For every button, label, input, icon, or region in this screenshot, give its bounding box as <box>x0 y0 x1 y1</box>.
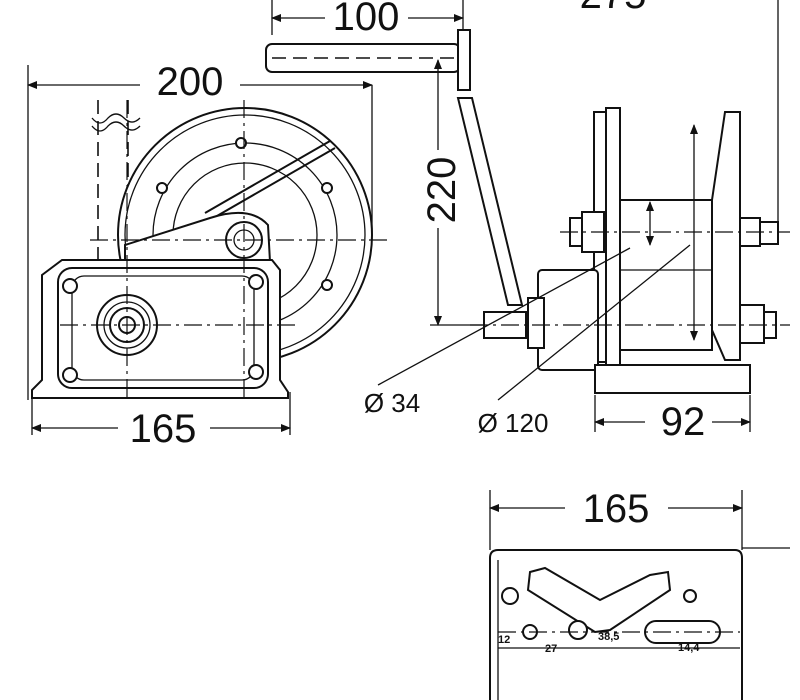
dim-label-200: 200 <box>157 60 224 104</box>
flange-hole <box>321 182 333 194</box>
dimension-top-partial: 275 <box>580 0 779 235</box>
front-base-foot <box>594 364 751 394</box>
crank-arm <box>456 97 524 306</box>
gear-block <box>537 269 599 371</box>
dim-label-165-side: 165 <box>130 407 197 451</box>
dimension-drum-width: 92 <box>594 395 751 444</box>
housing-bolt <box>248 274 264 290</box>
housing-bolt <box>62 278 78 294</box>
leader-lines <box>377 244 691 401</box>
housing-bolt <box>62 367 78 383</box>
plate-label-27: 27 <box>545 643 557 655</box>
dim-label-92: 92 <box>661 400 706 444</box>
dimension-handle-reach: 100 <box>271 0 464 39</box>
drum-body <box>619 199 713 351</box>
shaft-nut <box>759 221 779 245</box>
housing-bolt <box>248 364 264 380</box>
dim-label-220: 220 <box>420 157 464 224</box>
dim-label-dia-120: Ø 120 <box>478 408 549 438</box>
crank-handle <box>265 29 524 306</box>
plate-hole <box>501 587 519 605</box>
winch-front-view <box>470 107 790 394</box>
dimension-base-length: 165 <box>31 392 291 451</box>
winch-side-view <box>31 100 390 400</box>
dimension-overall-width: 200 <box>27 60 373 400</box>
dim-label-100: 100 <box>333 0 400 39</box>
plate-label-12: 12 <box>498 634 510 646</box>
plate-hole <box>568 620 588 640</box>
flange-hole <box>321 279 333 291</box>
base-plate-view: 12 27 38,5 14,4 <box>489 549 743 700</box>
dim-label-165-plate: 165 <box>583 487 650 531</box>
dimension-crank-radius: 220 <box>420 59 490 326</box>
plate-hole <box>683 589 697 603</box>
plate-label-38-5: 38,5 <box>598 631 619 643</box>
dim-label-dia-34: Ø 34 <box>364 388 420 418</box>
plate-cutout <box>526 566 672 634</box>
flange-hole <box>156 182 168 194</box>
dimension-plate-width: 165 <box>489 487 790 550</box>
right-flange <box>711 111 741 361</box>
dim-label-275: 275 <box>580 0 647 17</box>
plate-label-14-4: 14,4 <box>678 642 700 654</box>
